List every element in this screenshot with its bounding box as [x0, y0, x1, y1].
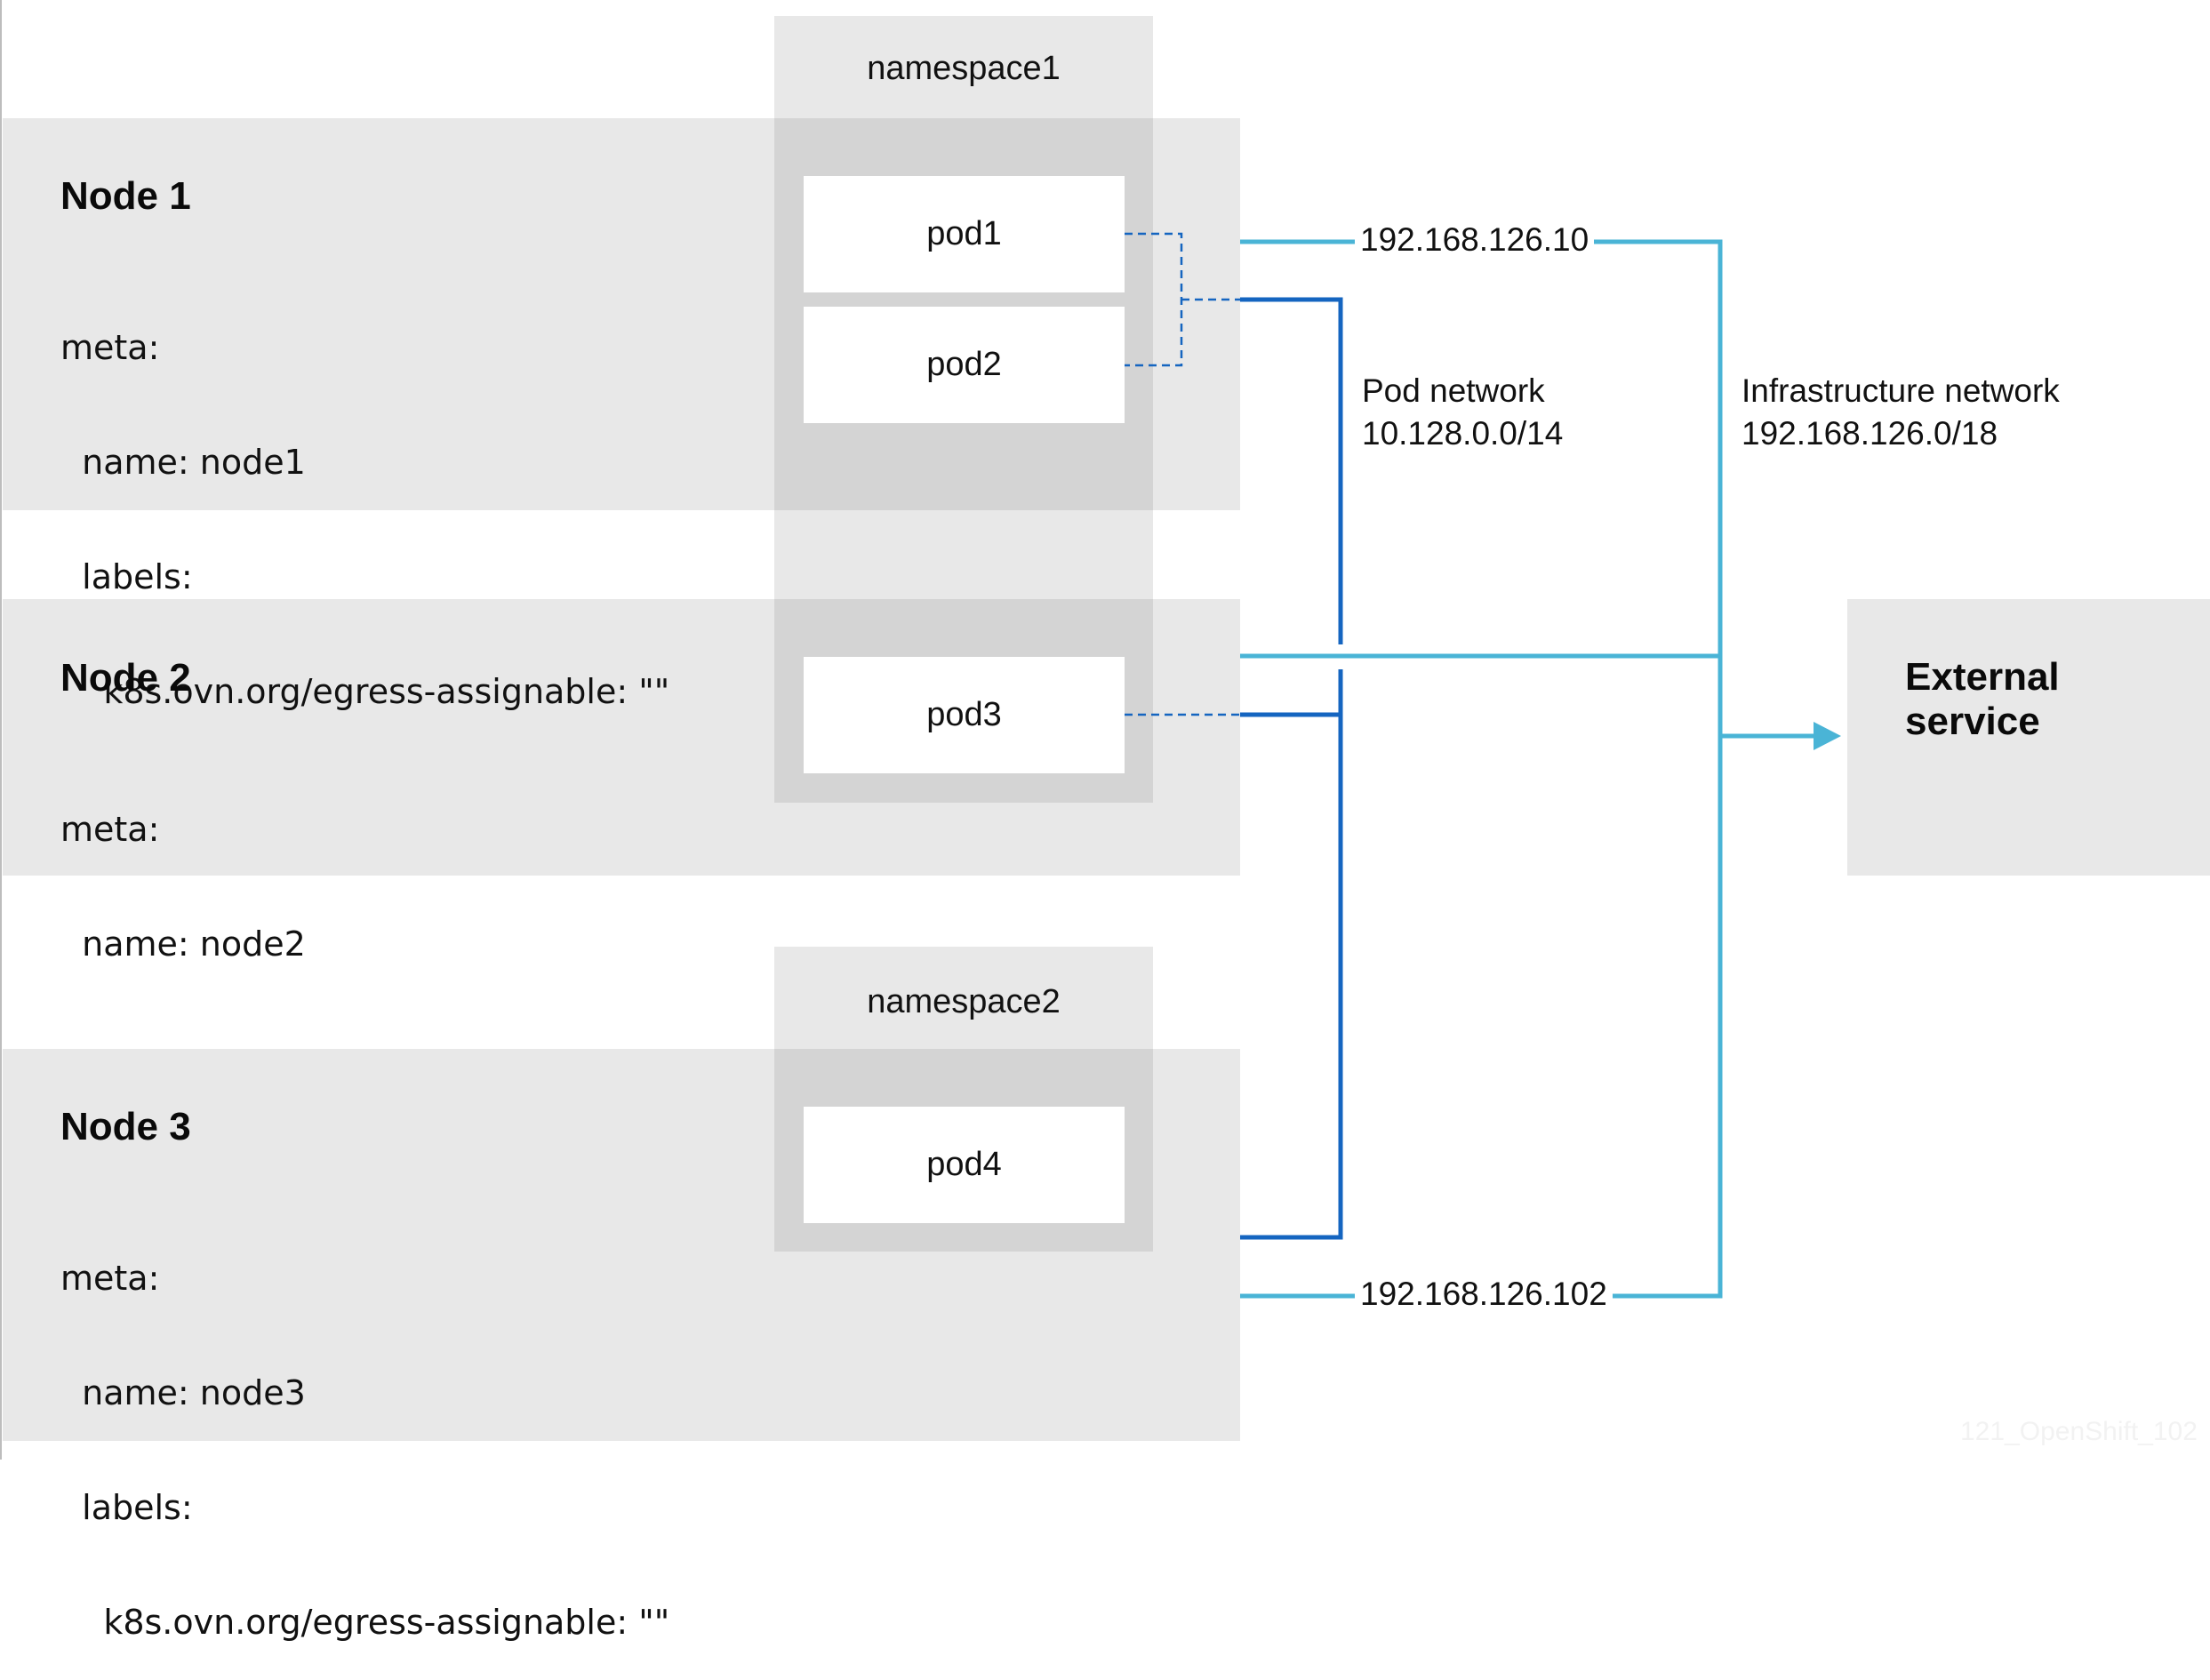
pod-1-dashed-link — [1125, 232, 1183, 367]
infrastructure-network-label: Infrastructure network 192.168.126.0/18 — [1742, 370, 2060, 455]
pod-1[interactable]: pod1 — [804, 176, 1125, 292]
namespace-1-label: namespace1 — [867, 50, 1061, 87]
node-1-meta: meta: name: node1 labels: k8s.ovn.org/eg… — [60, 252, 669, 749]
node-2-meta-line: meta: — [60, 810, 160, 849]
external-service-arrowhead — [1814, 722, 1841, 750]
external-service-label-line: External — [1905, 655, 2060, 699]
node-3-meta-line: k8s.ovn.org/egress-assignable: "" — [60, 1603, 670, 1642]
node-1-meta-line: meta: — [60, 328, 160, 367]
egress-ip-node-1: 192.168.126.10 — [1355, 221, 1595, 259]
pod-network-cidr: 10.128.0.0/14 — [1362, 415, 1564, 452]
node-3-title: Node 3 — [60, 1105, 191, 1148]
node-1-meta-line: k8s.ovn.org/egress-assignable: "" — [60, 672, 670, 711]
node-2-title: Node 2 — [60, 656, 191, 700]
network-wires — [1125, 232, 1841, 1299]
node-2-meta-line: name: node2 — [60, 924, 306, 964]
watermark: 121_OpenShift_102 — [1960, 1417, 2198, 1446]
external-service-label: External service — [1905, 655, 2060, 744]
external-service-box[interactable] — [1847, 599, 2210, 876]
node-2-meta: meta: name: node2 — [60, 734, 306, 1002]
pod-3[interactable]: pod3 — [804, 657, 1125, 773]
left-border — [0, 0, 2, 1460]
pod-network-upper-segment — [1240, 297, 1343, 644]
infrastructure-network-name: Infrastructure network — [1742, 372, 2060, 409]
pod-network-name: Pod network — [1362, 372, 1545, 409]
pod-2[interactable]: pod2 — [804, 307, 1125, 423]
node-1-meta-line: labels: — [60, 557, 193, 596]
egress-ip-node-3: 192.168.126.102 — [1355, 1276, 1613, 1313]
node-3-meta-line: meta: — [60, 1259, 160, 1298]
namespace-2-label: namespace2 — [867, 983, 1061, 1020]
pod-4[interactable]: pod4 — [804, 1107, 1125, 1223]
external-service-label-line: service — [1905, 700, 2040, 743]
node-3-meta-line: labels: — [60, 1488, 193, 1527]
infrastructure-network-cidr: 192.168.126.0/18 — [1742, 415, 1998, 452]
node-1-title: Node 1 — [60, 174, 191, 218]
node-1-meta-line: name: node1 — [60, 443, 306, 482]
node-3-meta-line: name: node3 — [60, 1373, 306, 1412]
pod-network-label: Pod network 10.128.0.0/14 — [1362, 370, 1563, 455]
pod-network-lower-segment — [1240, 669, 1343, 1240]
